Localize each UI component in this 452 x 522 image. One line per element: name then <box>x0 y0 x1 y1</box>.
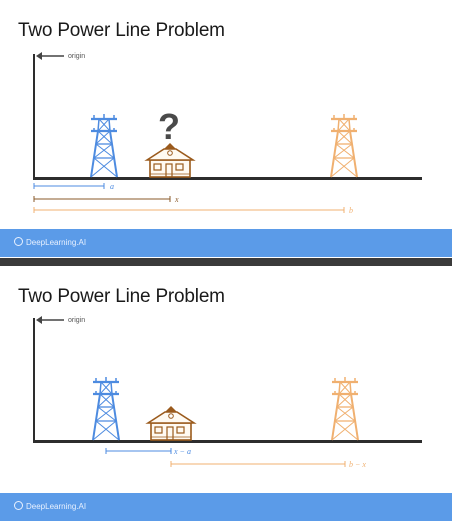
power-tower-icon <box>329 112 359 179</box>
measure-b-label: b <box>349 206 353 215</box>
slide-2: Two Power Line Problem origin x − a b <box>0 266 452 522</box>
origin-label: origin <box>68 317 85 324</box>
slide-1: Two Power Line Problem <box>0 0 452 258</box>
deeplearning-logo-icon <box>14 501 23 510</box>
power-tower-icon <box>91 375 121 442</box>
question-mark-icon: ? <box>158 106 180 147</box>
measure-b-minus-x <box>170 461 346 467</box>
footer-brand: DeepLearning.AI <box>26 238 87 247</box>
footer-bar: DeepLearning.AI <box>0 493 452 521</box>
measure-b-minus-x-label: b − x <box>349 460 366 469</box>
deeplearning-logo-icon <box>14 237 23 246</box>
house-icon <box>146 142 194 178</box>
measure-a <box>33 183 105 189</box>
diagram: origin ? a x b <box>33 52 422 215</box>
origin-arrow-icon <box>36 52 64 60</box>
power-tower-icon <box>89 112 119 179</box>
ground-line <box>34 440 422 443</box>
origin-label: origin <box>68 53 85 60</box>
ground-line <box>34 177 422 180</box>
measure-b <box>33 207 345 213</box>
origin-arrow-icon <box>36 316 64 324</box>
footer-bar: DeepLearning.AI <box>0 229 452 257</box>
diagram: origin x − a b − x <box>33 316 422 469</box>
house-icon <box>147 405 195 441</box>
footer-brand: DeepLearning.AI <box>26 502 87 511</box>
slide-title: Two Power Line Problem <box>18 286 225 307</box>
slide-title: Two Power Line Problem <box>18 20 225 41</box>
measure-a-label: a <box>110 182 114 191</box>
slide-divider <box>0 258 452 266</box>
power-tower-icon <box>330 375 360 442</box>
measure-x <box>33 196 171 202</box>
measure-x-label: x <box>174 195 179 204</box>
measure-x-minus-a <box>105 448 172 454</box>
measure-x-minus-a-label: x − a <box>173 447 191 456</box>
